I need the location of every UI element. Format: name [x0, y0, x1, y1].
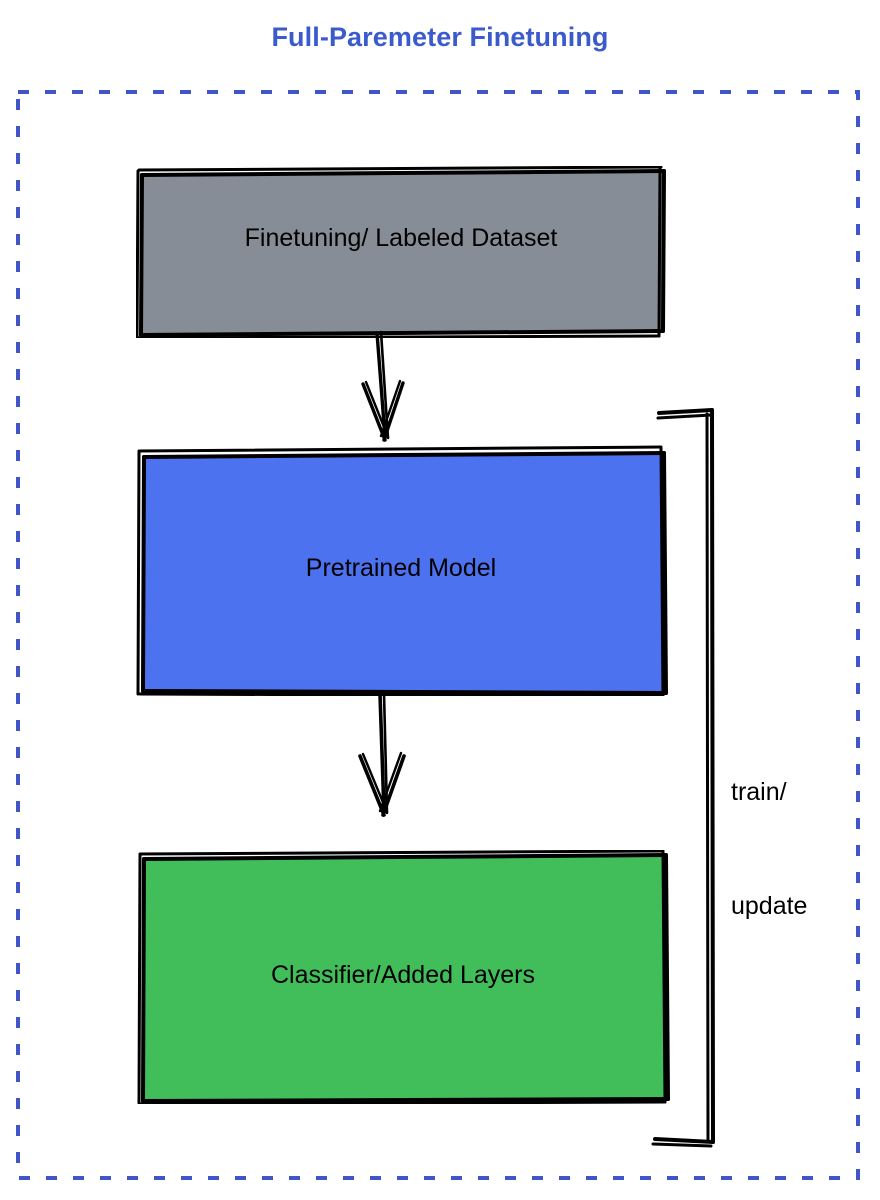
node-classifier-label: Classifier/Added Layers — [270, 961, 535, 989]
node-dataset-label: Finetuning/ Labeled Dataset — [244, 224, 558, 252]
node-classifier-added-layers[interactable]: Classifier/Added Layers — [136, 850, 670, 1104]
edge-loop-label: train/ update — [731, 697, 861, 1001]
node-finetuning-labeled-dataset[interactable]: Finetuning/ Labeled Dataset — [136, 166, 666, 338]
edge-loop-label-line2: update — [731, 892, 808, 920]
node-classifier-shape — [137, 850, 670, 1104]
group-frame-rect — [16, 90, 860, 1180]
edge-loop-label-line1: train/ — [731, 778, 787, 806]
page-title: Full-Paremeter Finetuning — [271, 22, 609, 52]
node-pretrained-shape — [136, 445, 668, 696]
node-pretrained-label: Pretrained Model — [305, 554, 497, 582]
node-dataset-shape — [136, 166, 666, 338]
node-pretrained-model[interactable]: Pretrained Model — [134, 444, 668, 696]
